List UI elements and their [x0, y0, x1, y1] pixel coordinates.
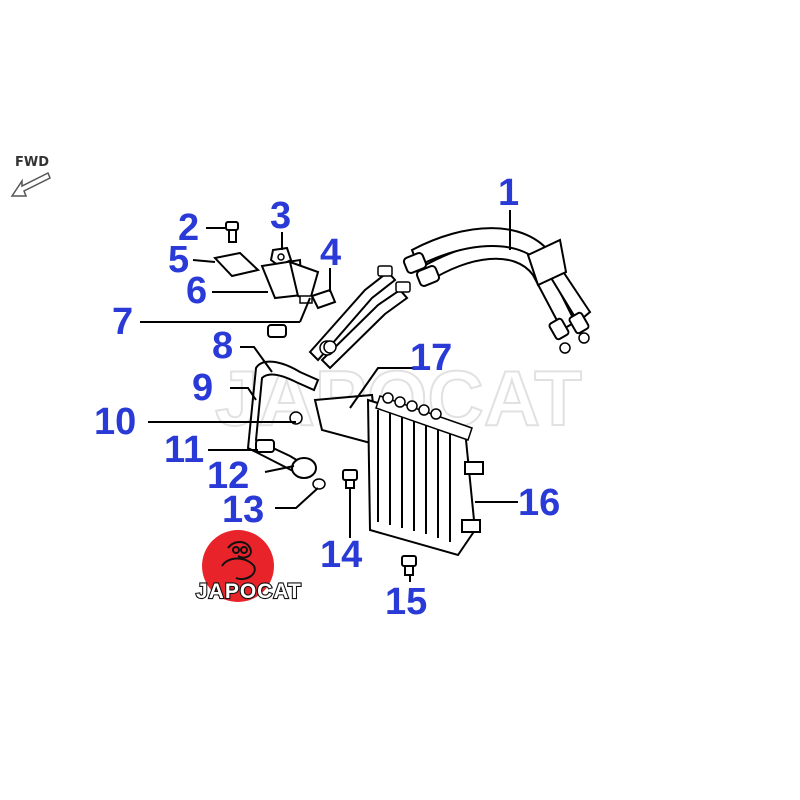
callout-17: 17	[410, 337, 452, 379]
japocat-logo: JAPOCAT	[195, 530, 302, 604]
callout-10: 10	[94, 401, 136, 443]
cooler-bolt-icon	[342, 469, 417, 576]
callout-16: 16	[518, 482, 560, 524]
callout-1: 1	[498, 172, 519, 214]
bracket-plate-icon	[213, 251, 261, 278]
callout-4: 4	[320, 232, 341, 274]
banjo-bolt-icon	[255, 411, 303, 453]
fwd-indicator: FWD	[10, 155, 51, 197]
callout-9: 9	[192, 367, 213, 409]
callout-14: 14	[320, 534, 362, 576]
mounting-bracket-icon	[260, 258, 320, 302]
callout-6: 6	[186, 270, 207, 312]
callout-13: 13	[222, 489, 264, 531]
callout-7: 7	[112, 301, 133, 343]
oil-pipe-upper	[308, 265, 411, 370]
oil-hose-assembly	[402, 227, 592, 354]
plug-bolt-icon	[267, 324, 337, 354]
callout-12: 12	[207, 455, 249, 497]
fwd-arrow-icon	[10, 171, 51, 197]
callout-11: 11	[164, 429, 204, 471]
callout-labels: 1 2 3 4 5 6 7 8 9 10 11 12 13 14 15 16 1…	[94, 172, 560, 623]
logo-text: JAPOCAT	[196, 580, 302, 603]
callout-15: 15	[385, 581, 427, 623]
callout-8: 8	[212, 325, 233, 367]
bolt-icon	[225, 221, 239, 243]
leader-lines	[140, 210, 518, 582]
callout-3: 3	[270, 195, 291, 237]
fwd-label: FWD	[15, 155, 49, 170]
bracket-bolt-icon	[299, 288, 337, 310]
oil-cooler-icon	[366, 392, 484, 557]
callout-5: 5	[168, 239, 189, 281]
sealing-washer-icon	[291, 457, 326, 490]
callout-2: 2	[178, 207, 199, 249]
